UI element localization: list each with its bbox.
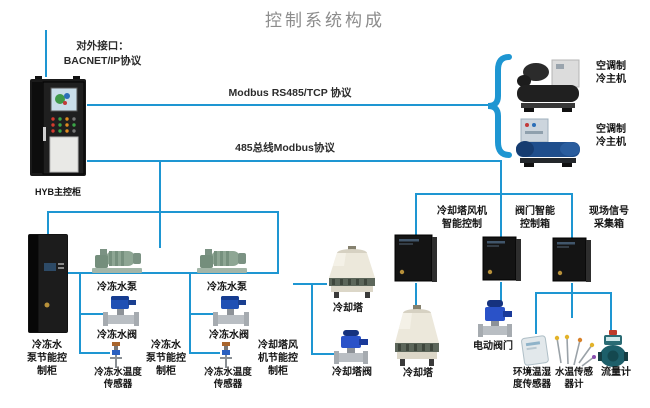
modbus-485-bus-line bbox=[87, 160, 502, 162]
pump-cabinet-1-label: 冷冻水 泵节能控 制柜 bbox=[27, 340, 67, 377]
hyb-cabinet-label: HYB主控柜 bbox=[34, 187, 81, 197]
pump-bus-line bbox=[47, 211, 279, 213]
valve-control-box-label: 阀门智能 控制箱 bbox=[515, 206, 555, 230]
chilled-water-pump-1-image bbox=[92, 249, 142, 273]
tower-fan-cabinet-label: 冷却塔风 机节能控 制柜 bbox=[258, 340, 298, 377]
water-temp-sensor-2-image bbox=[220, 342, 232, 368]
chiller-1-image bbox=[517, 59, 580, 112]
hyb-main-cabinet-image bbox=[30, 76, 86, 176]
valve-1-label: 冷冻水阀 bbox=[97, 330, 137, 341]
pump-cabinet-2-label: 冷冻水 泵节能控 制柜 bbox=[146, 340, 186, 377]
pump-row-line bbox=[67, 272, 279, 274]
modbus-tcp-label: Modbus RS485/TCP 协议 bbox=[228, 87, 352, 99]
bacnet-line bbox=[45, 30, 47, 77]
cooling-tower-2-label: 冷却塔 bbox=[403, 368, 433, 379]
valve-2-label: 冷冻水阀 bbox=[209, 330, 249, 341]
group2-valve-stub-line bbox=[189, 313, 215, 315]
flow-meter-drop-line bbox=[610, 292, 612, 332]
group2-sensor-stub-line bbox=[189, 352, 220, 354]
signal-stem-line bbox=[571, 283, 573, 294]
fan-box-drop-line bbox=[415, 193, 417, 235]
valve-control-box-image bbox=[482, 236, 521, 281]
valve-box-drop-line bbox=[500, 193, 502, 238]
modbus-tcp-bus-line bbox=[87, 104, 490, 106]
flow-meter-label: 流量计 bbox=[601, 367, 631, 378]
tower1-stub-line bbox=[293, 283, 327, 285]
brace-icon bbox=[487, 54, 512, 158]
chiller-2-label: 空调制 冷主机 bbox=[596, 124, 626, 148]
pump-1-label: 冷冻水泵 bbox=[97, 282, 137, 293]
electric-valve-label: 电动阀门 bbox=[473, 341, 513, 352]
tower-valve-stub-line bbox=[311, 353, 338, 355]
water-temp-sensor-1-image bbox=[110, 342, 122, 368]
group1-sensor-stub-line bbox=[79, 352, 110, 354]
water-temp-probes-image bbox=[554, 334, 596, 367]
chiller-1-label: 空调制 冷主机 bbox=[596, 61, 626, 85]
chilled-water-pump-2-image bbox=[197, 249, 247, 273]
chilled-water-valve-1-image bbox=[103, 296, 139, 326]
cooling-tower-1-image bbox=[329, 246, 375, 298]
pump-2-label: 冷冻水泵 bbox=[207, 282, 247, 293]
right-branch-line bbox=[415, 193, 573, 195]
chiller-2-image bbox=[516, 118, 580, 167]
env-temp-humidity-sensor-image bbox=[521, 335, 549, 366]
signal-box-drop-line bbox=[571, 193, 573, 239]
field-devices-line bbox=[535, 292, 612, 294]
cooling-tower-valve-label: 冷却塔阀 bbox=[332, 367, 372, 378]
fan-control-box-label: 冷却塔风机 智能控制 bbox=[437, 206, 487, 230]
pump-row-connect-line bbox=[277, 211, 279, 274]
left-branch-drop-line bbox=[159, 160, 161, 248]
water-temp-drop-line bbox=[571, 292, 573, 318]
electric-valve-drop-line bbox=[500, 282, 502, 302]
diagram-title: 控制系统构成 bbox=[265, 11, 385, 30]
right-branch-drop-line bbox=[500, 160, 502, 195]
fan-control-box-image bbox=[394, 234, 437, 282]
electric-valve-image bbox=[478, 300, 512, 337]
water-temp-sensor-label: 水温传感 器计 bbox=[554, 367, 593, 390]
env-sensor-drop-line bbox=[535, 292, 537, 334]
signal-collection-box-label: 现场信号 采集箱 bbox=[589, 206, 629, 230]
cooling-tower-1-label: 冷却塔 bbox=[333, 303, 363, 314]
cooling-tower-2-image bbox=[395, 305, 439, 366]
cabinet1-drop-line bbox=[47, 211, 49, 235]
env-sensor-label: 环境温湿 度传感器 bbox=[512, 367, 551, 390]
pump-control-cabinet-image bbox=[28, 234, 68, 333]
cooling-tower-valve-image bbox=[334, 330, 368, 364]
chilled-water-valve-2-image bbox=[213, 296, 249, 326]
signal-collection-box-image bbox=[552, 237, 591, 282]
tower-column-line bbox=[311, 283, 313, 355]
external-interface-label: 对外接口： BACNET/IP协议 bbox=[63, 40, 142, 67]
flow-meter-image bbox=[598, 330, 628, 367]
group1-valve-stub-line bbox=[79, 313, 105, 315]
sensor-1-label: 冷冻水温度 传感器 bbox=[94, 367, 142, 390]
modbus-485-label: 485总线Modbus协议 bbox=[235, 142, 335, 154]
sensor-2-label: 冷冻水温度 传感器 bbox=[204, 367, 252, 390]
tower2-drop-line bbox=[415, 283, 417, 308]
